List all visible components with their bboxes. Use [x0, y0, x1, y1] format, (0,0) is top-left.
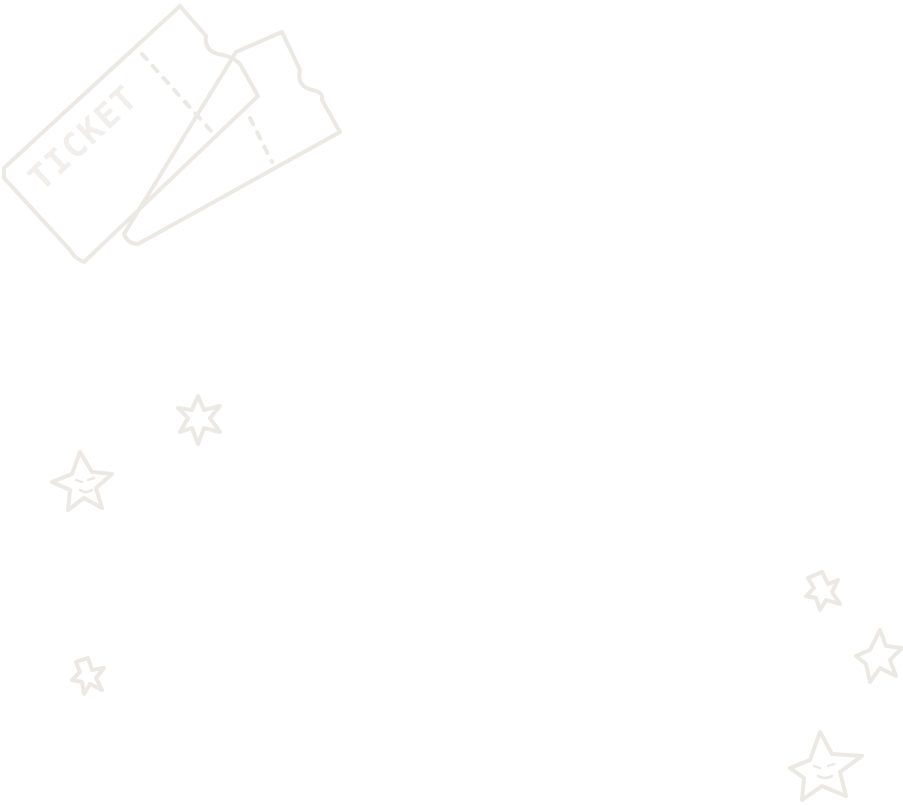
- star-icon: [70, 656, 106, 696]
- ticket-back-icon: [122, 30, 342, 246]
- star-icon: [804, 570, 842, 612]
- star-icon: [176, 394, 222, 446]
- star-icon: [50, 450, 114, 512]
- star-icon: [854, 628, 903, 684]
- star-icon: [788, 730, 864, 802]
